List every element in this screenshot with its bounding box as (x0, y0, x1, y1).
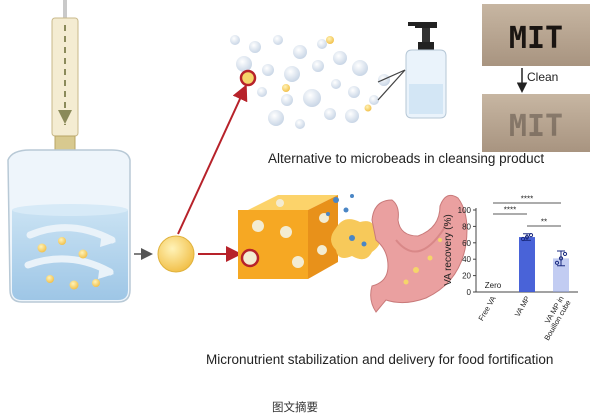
microbead-bubbles (230, 35, 390, 129)
photo-after (482, 94, 590, 152)
y-tick-label: 0 (467, 288, 472, 297)
bar (519, 237, 535, 292)
mit-text-before: MIT (509, 21, 563, 56)
data-point (524, 234, 530, 240)
significance-label: **** (504, 206, 516, 215)
data-point (520, 236, 526, 242)
arrow-to-cleansing (177, 84, 248, 235)
mit-fabric-photos: MIT MIT (482, 4, 590, 152)
microparticle (157, 235, 195, 273)
y-tick-label: 20 (462, 272, 471, 281)
significance-label: **** (521, 195, 533, 204)
data-point (562, 251, 568, 257)
photo-before (482, 4, 590, 66)
significance-label: ** (541, 218, 547, 227)
mit-text-after: MIT (509, 109, 563, 144)
data-point (558, 256, 564, 261)
bar (553, 258, 569, 292)
data-point (528, 232, 534, 238)
beaker-illustration (7, 149, 131, 303)
y-tick-label: 80 (462, 222, 471, 231)
y-tick-label: 60 (462, 239, 471, 248)
y-tick-label: 100 (458, 206, 472, 215)
cleanser-bottle (377, 22, 447, 119)
figure-caption: 图文摘要 (272, 400, 318, 414)
fortification-caption: Micronutrient stabilization and delivery… (206, 352, 554, 367)
x-tick-label: Free VA (476, 295, 497, 323)
x-tick-label: VA MP (513, 295, 532, 319)
stomach-illustration (370, 194, 468, 313)
y-axis-label: VA recovery (%) (443, 214, 454, 286)
bouillon-cube (238, 195, 338, 279)
data-point (554, 260, 560, 265)
dissolving-particles (326, 194, 381, 260)
bar-annotation: Zero (485, 281, 502, 290)
y-tick-label: 40 (462, 255, 471, 264)
cleansing-caption: Alternative to microbeads in cleansing p… (268, 151, 545, 166)
clean-label: Clean (527, 70, 559, 84)
x-tick-label: VA MP inBouillon cube (535, 295, 572, 343)
